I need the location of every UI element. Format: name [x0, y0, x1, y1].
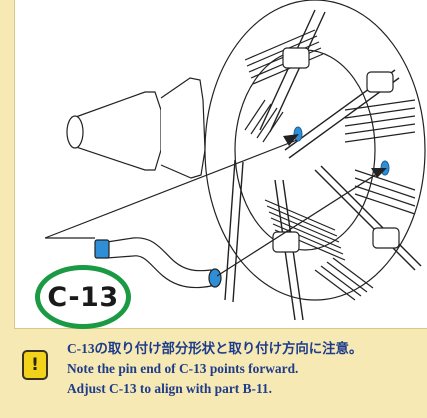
exclamation-warning-icon: ! — [22, 350, 48, 380]
note-line: Adjust C-13 to align with part B-11. — [67, 381, 272, 396]
note-line: Note the pin end of C-13 points forward. — [67, 361, 299, 376]
note-text: C-13の取り付け部分形状と取り付け方向に注意。 Note the pin en… — [67, 339, 427, 399]
part-callout-ring: C-13 — [35, 265, 131, 329]
guide-arrowheads — [283, 134, 387, 178]
part-label: C-13 — [47, 281, 119, 313]
assembly-illustration — [14, 0, 427, 329]
cylinder-fins — [244, 29, 416, 301]
guide-lines — [44, 139, 384, 277]
pushrod-tubes — [224, 9, 422, 321]
engine-drawing — [44, 0, 426, 321]
engine-outline — [66, 0, 426, 321]
part-c13-drawing — [94, 237, 222, 289]
note-line: C-13の取り付け部分形状と取り付け方向に注意。 — [67, 341, 363, 356]
